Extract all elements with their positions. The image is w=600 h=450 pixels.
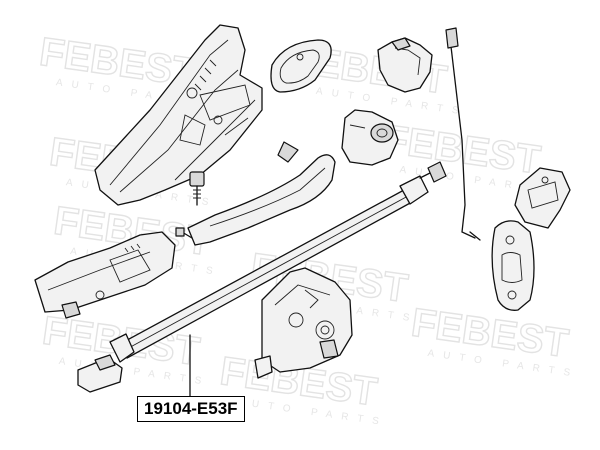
handle-screw bbox=[175, 227, 193, 239]
handle-carrier-frame bbox=[94, 24, 263, 206]
actuator-rod-assembly bbox=[77, 161, 447, 393]
handle-mechanism-bracket bbox=[34, 231, 176, 319]
door-check-plate bbox=[491, 220, 535, 311]
part-number-label: 19104-E53F bbox=[137, 396, 245, 422]
frame-bolt bbox=[189, 171, 205, 206]
door-lock-latch bbox=[254, 267, 353, 379]
release-rod bbox=[445, 27, 481, 241]
lock-cylinder-cover bbox=[341, 109, 399, 166]
door-striker bbox=[514, 167, 571, 229]
outside-door-handle bbox=[187, 141, 336, 246]
lock-cap bbox=[377, 37, 433, 93]
handle-gasket bbox=[270, 39, 332, 93]
